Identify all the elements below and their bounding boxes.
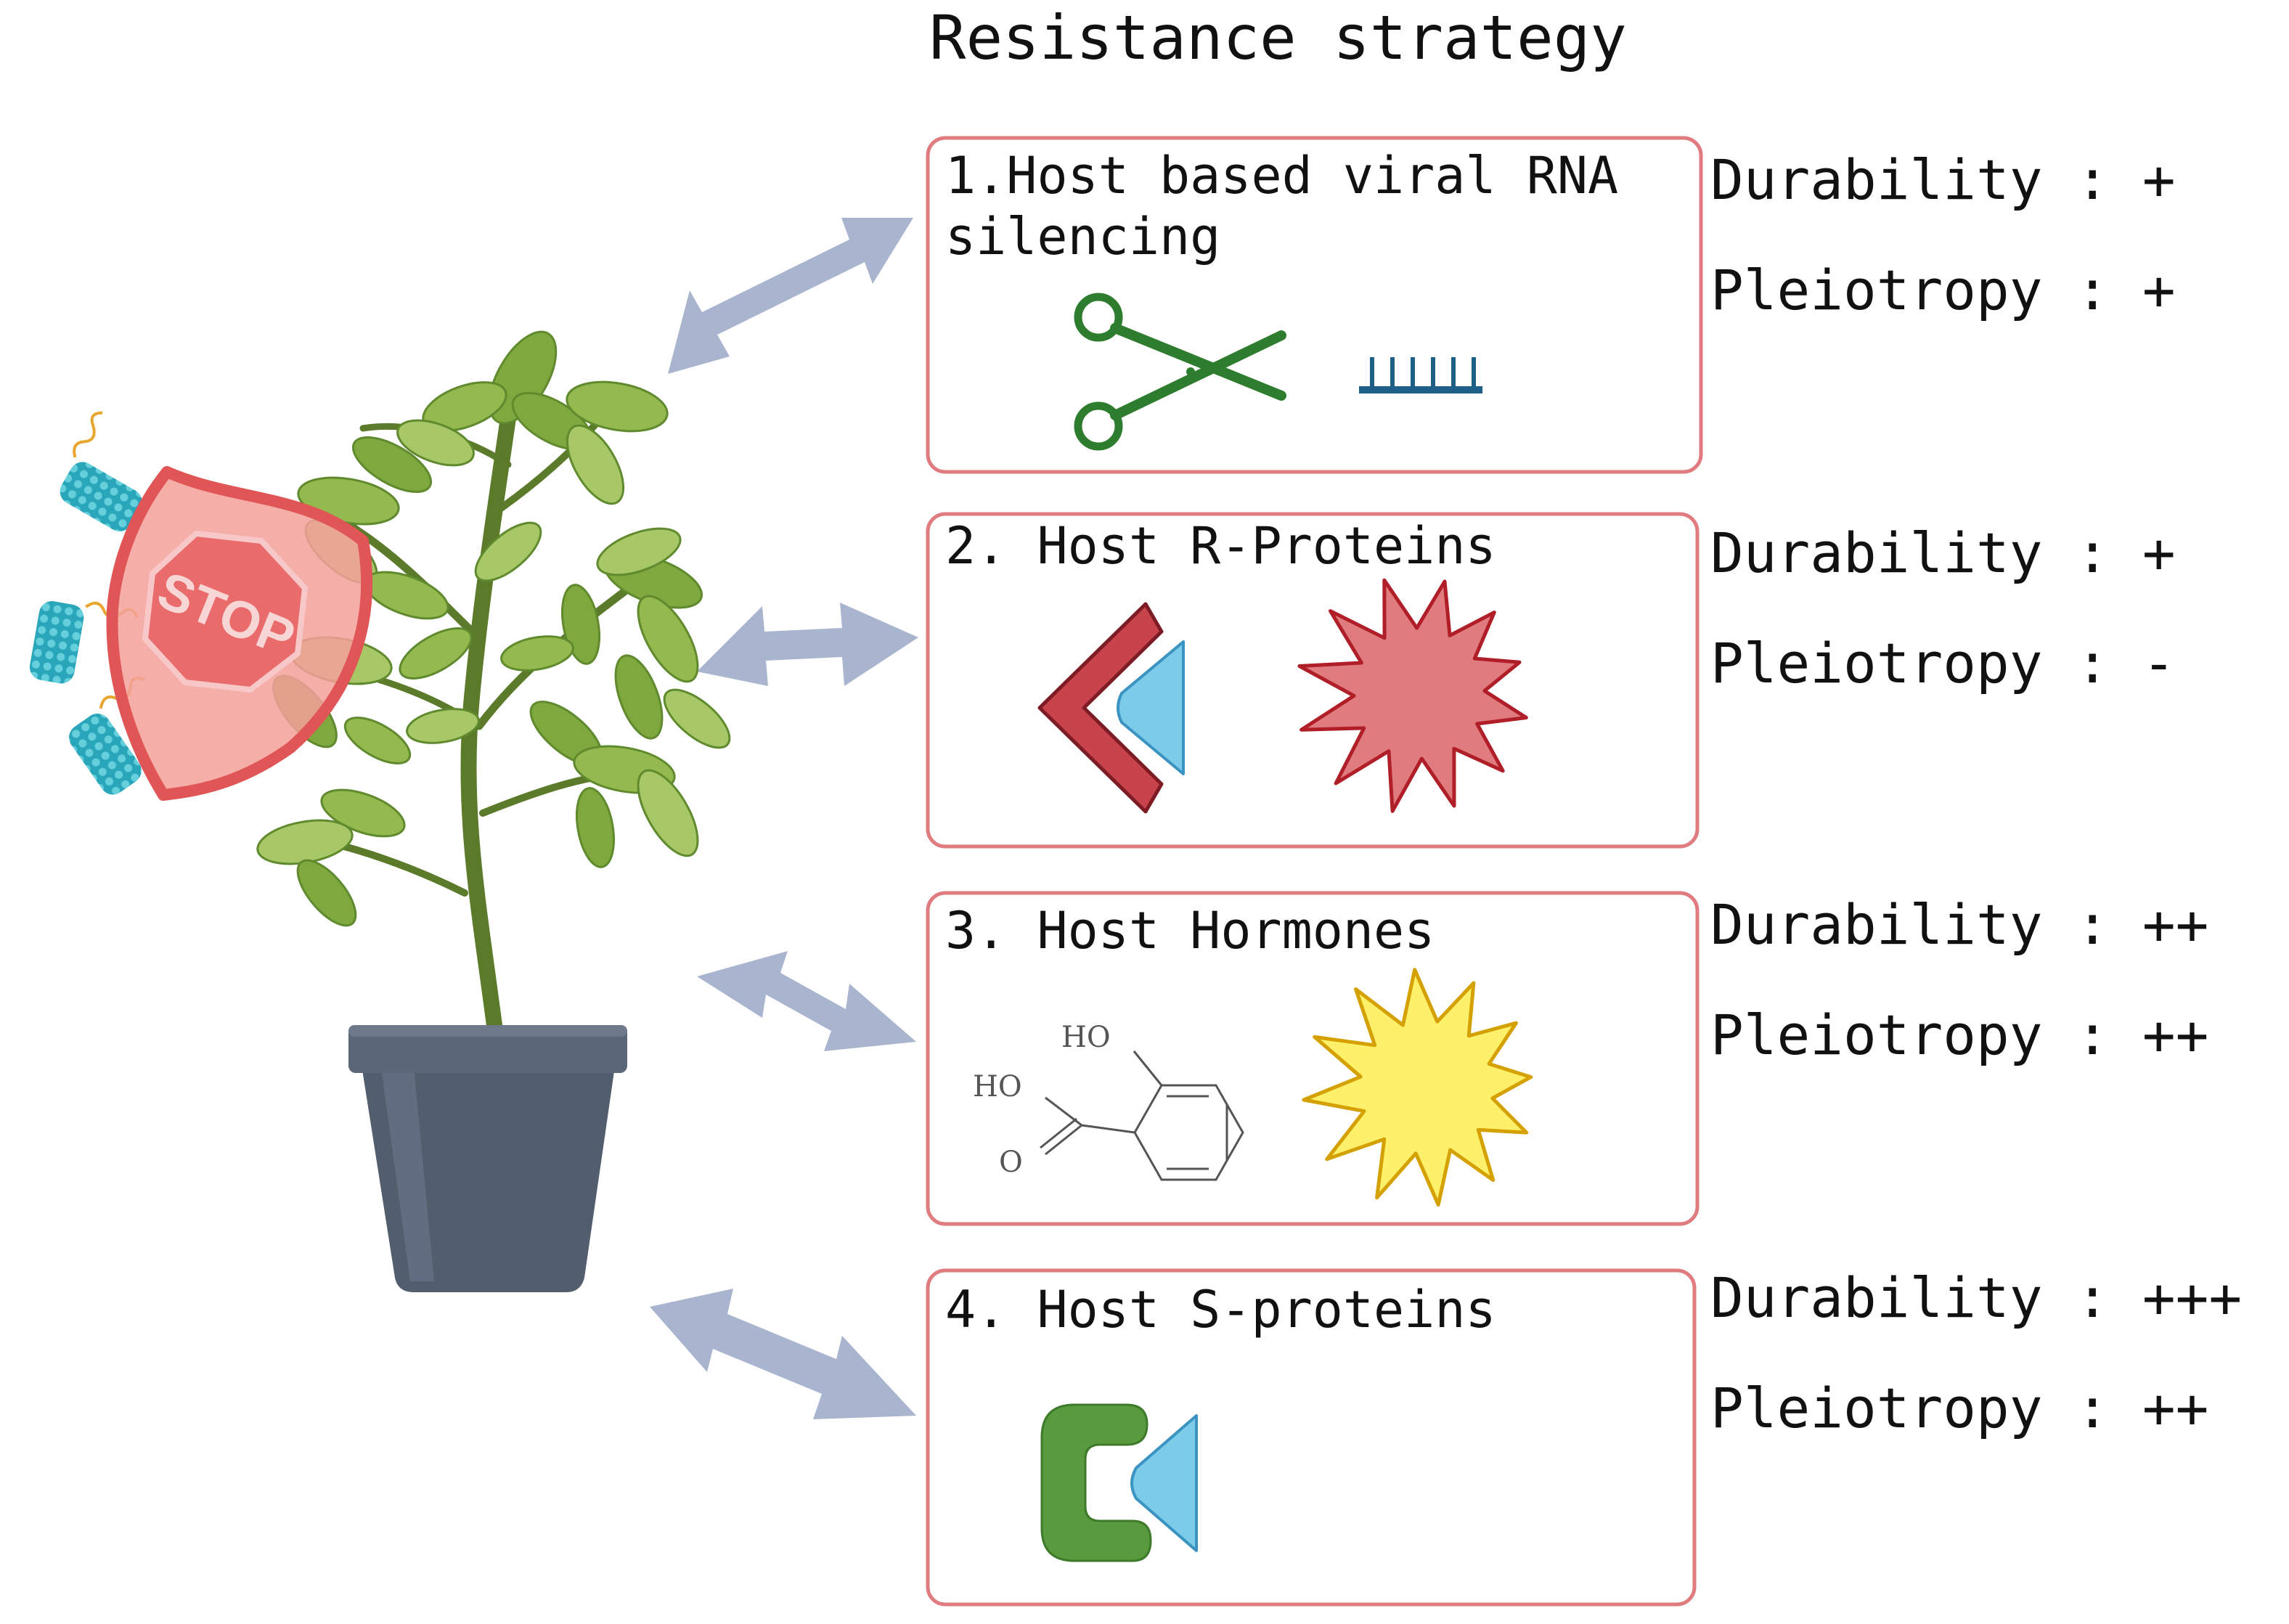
arrow-to-strategy-1 [668,218,913,374]
yellow-burst-icon [1302,968,1533,1207]
leaf [566,380,669,433]
strategy-1-title: 1.Host based viral RNA silencing [945,145,1618,267]
diagram-title: Resistance strategy [929,2,1627,73]
leaf [500,635,574,672]
potted-plant [256,330,731,1292]
strategy-2-durability: Durability : + [1710,521,2176,585]
durability-value: + [2142,147,2176,212]
chem-label-o: O [999,1146,1023,1179]
leaf [637,595,699,683]
leaf [399,627,473,680]
strategy-1-number: 1. [945,146,1007,205]
durability-value: +++ [2142,1265,2243,1330]
pleiotropy-value: ++ [2142,1376,2209,1440]
s-protein-icon [1040,1403,1198,1562]
strategy-3-number: 3. [945,901,1007,960]
strategy-2-number: 2. [945,516,1007,576]
red-burst-icon [1297,578,1528,813]
pleiotropy-value: - [2142,631,2176,695]
strategy-4-label: Host S-proteins [1037,1280,1496,1339]
strategy-2-title: 2. Host R-Proteins [945,515,1496,576]
strategy-3-label: Host Hormones [1037,901,1435,960]
leaf [396,419,475,467]
strategy-box-3 [926,891,1700,1226]
strategy-1-label-line1: Host based viral RNA [1006,146,1619,205]
strategy-1-pleiotropy: Pleiotropy : + [1710,258,2176,322]
pleiotropy-value: + [2142,258,2176,322]
leaf [566,424,625,505]
arrow-to-strategy-4 [650,1289,916,1419]
strategy-1-label-line2: silencing [945,207,1221,266]
virus-particle-1 [60,411,142,531]
strategy-4-number: 4. [945,1280,1007,1339]
arrow-to-strategy-2 [697,603,918,686]
arrow-to-strategy-3 [697,951,916,1051]
leaf [351,436,433,494]
durability-label: Durability [1710,892,2043,957]
pleiotropy-label: Pleiotropy [1710,258,2043,322]
durability-value: + [2142,521,2176,585]
strategy-box-1 [926,136,1703,474]
pleiotropy-value: ++ [2142,1003,2209,1067]
leaf [663,688,731,749]
strategy-3-title: 3. Host Hormones [945,900,1435,961]
strategy-2-pleiotropy: Pleiotropy : - [1710,631,2176,695]
leaf [320,788,406,838]
rna-strand-icon [1359,357,1482,393]
shield-stop-icon: STOP [106,466,373,801]
durability-label: Durability [1710,521,2043,585]
durability-label: Durability [1710,147,2043,212]
salicylic-acid-structure-icon: HO HO O [973,1021,1244,1181]
strategy-4-pleiotropy: Pleiotropy : ++ [1710,1376,2209,1440]
plant-pot [348,1025,627,1292]
scissors-icon [1074,293,1286,451]
strategy-1-durability: Durability : + [1710,147,2176,212]
pleiotropy-label: Pleiotropy [1710,1003,2043,1067]
leaf [406,708,480,744]
chem-label-ho-top: HO [1061,1021,1111,1054]
leaf [343,717,412,764]
leaf [596,527,682,576]
durability-label: Durability [1710,1265,2043,1330]
pleiotropy-label: Pleiotropy [1710,631,2043,695]
leaf [614,654,664,740]
r-protein-icon [1037,602,1185,814]
leaf [637,769,699,857]
leaf [296,859,357,927]
strategy-4-title: 4. Host S-proteins [945,1279,1496,1340]
chem-label-ho-left: HO [973,1070,1022,1103]
leaf [474,521,542,582]
leaf [576,787,615,868]
durability-value: ++ [2142,892,2209,957]
pleiotropy-label: Pleiotropy [1710,1376,2043,1440]
strategy-2-label: Host R-Proteins [1037,516,1496,576]
strategy-4-durability: Durability : +++ [1710,1265,2243,1330]
strategy-3-pleiotropy: Pleiotropy : ++ [1710,1003,2209,1067]
strategy-3-durability: Durability : ++ [1710,892,2209,957]
